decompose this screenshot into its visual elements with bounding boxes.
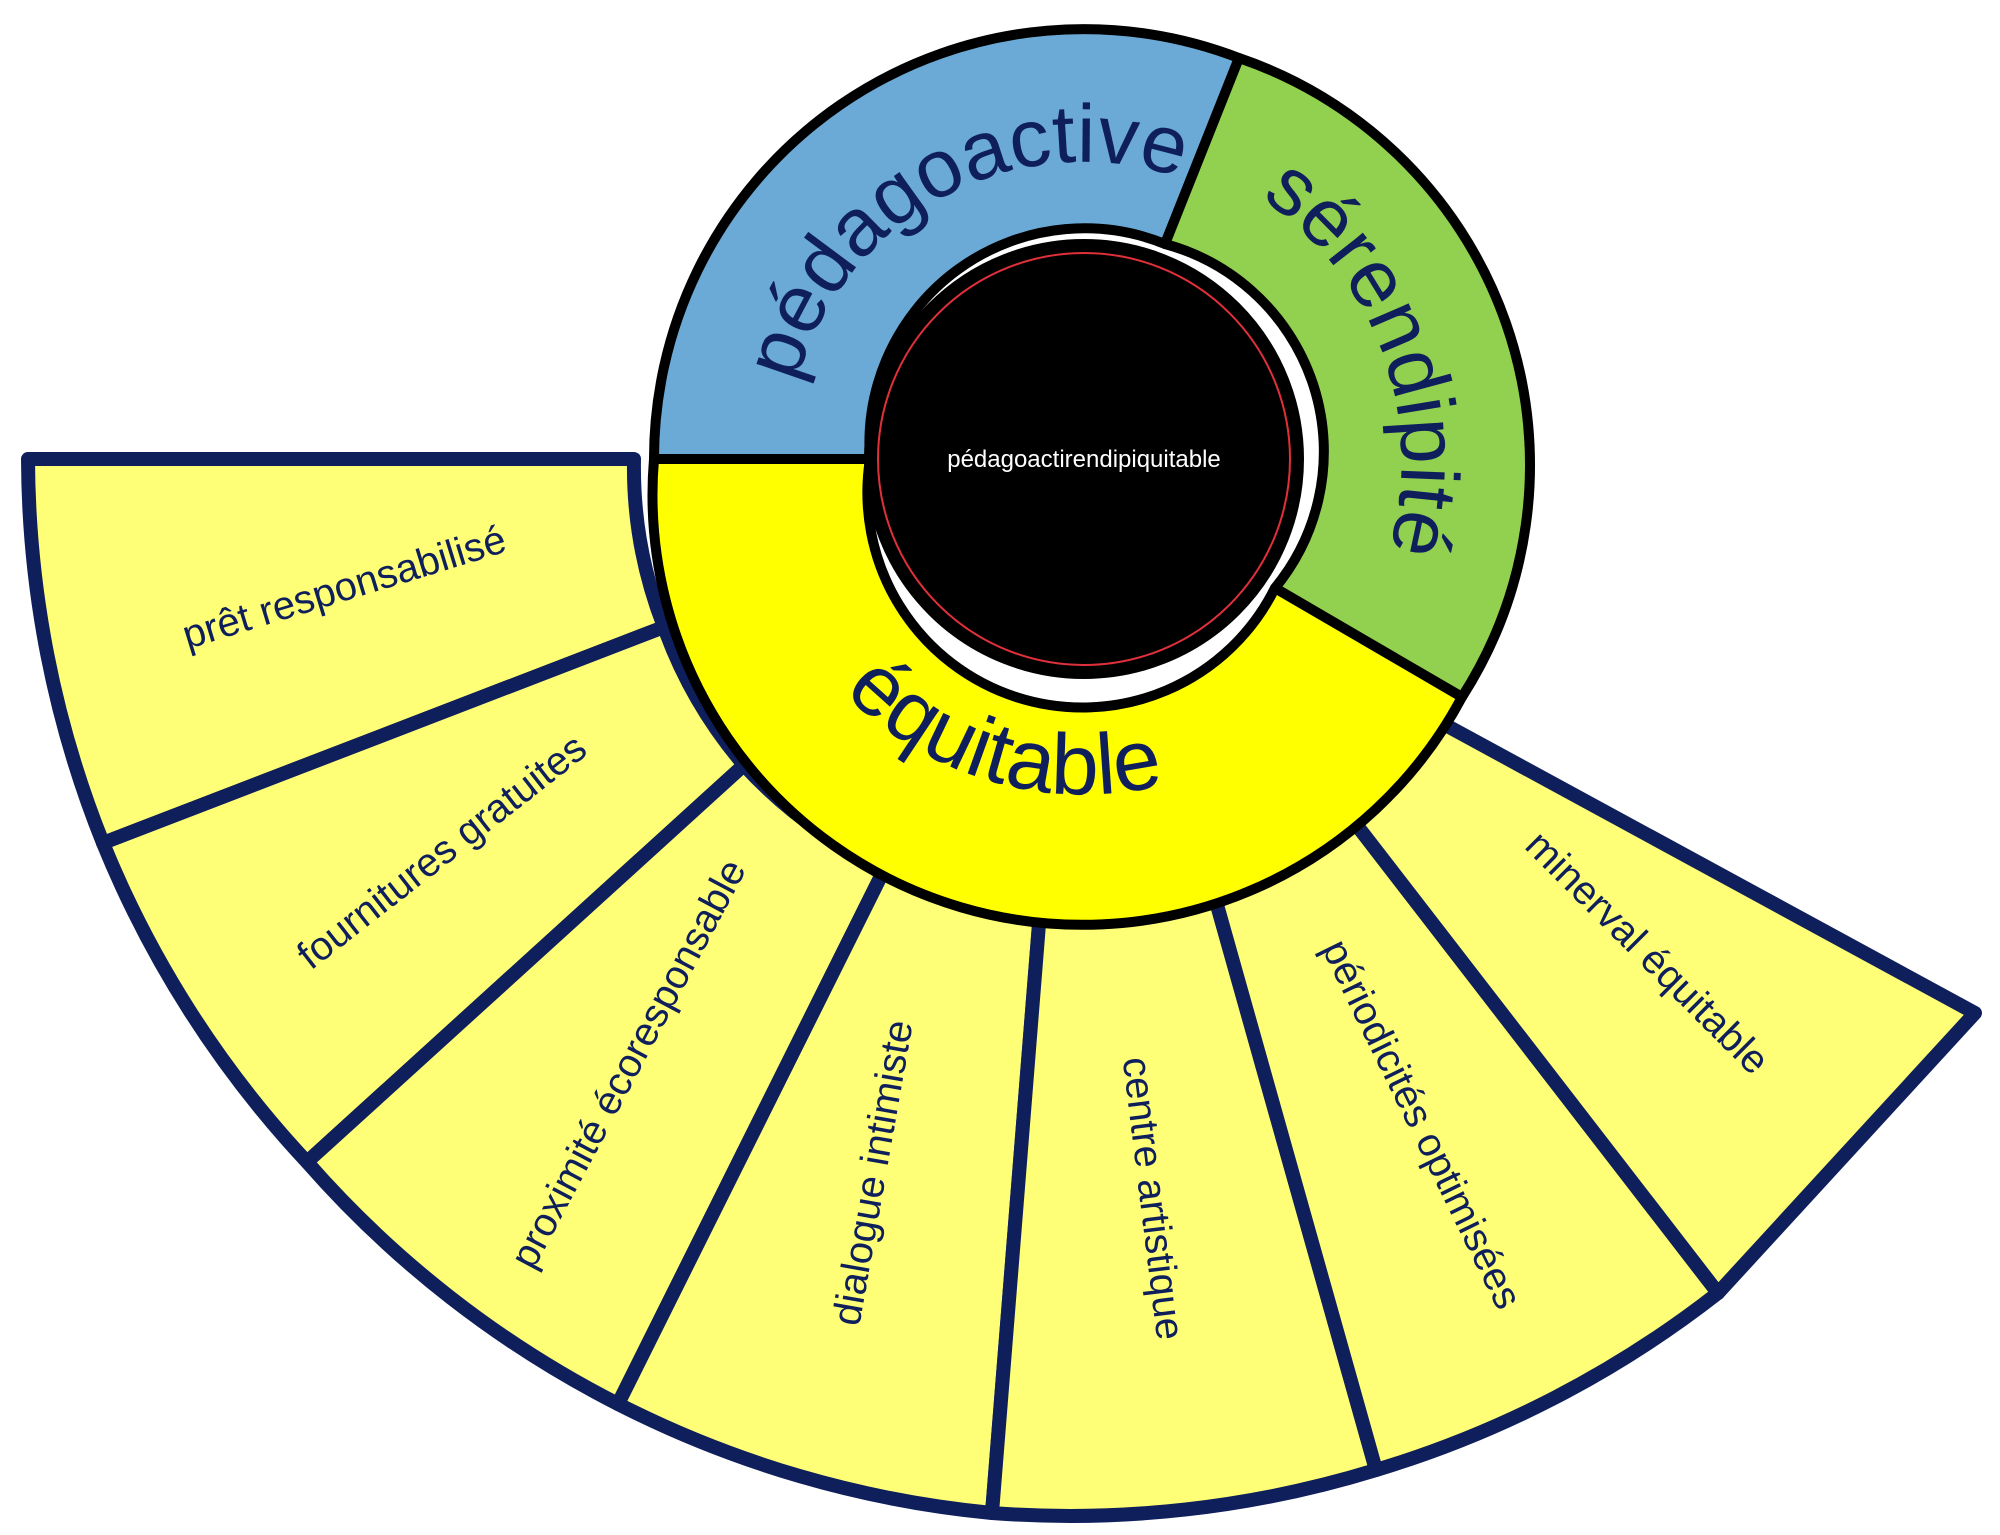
center-thin-ring <box>877 252 1291 666</box>
ring-segment-equitable <box>647 454 1467 930</box>
ring-segment-pedagoactive <box>649 24 1244 464</box>
ring-segment-serendipite <box>1160 53 1535 702</box>
inner-ring <box>647 24 1535 930</box>
center-disc <box>864 239 1304 679</box>
outer-segment-2 <box>96 620 751 1169</box>
center-label: pédagoactirendipiquitable <box>947 446 1221 473</box>
outer-segment-1 <box>21 452 671 850</box>
